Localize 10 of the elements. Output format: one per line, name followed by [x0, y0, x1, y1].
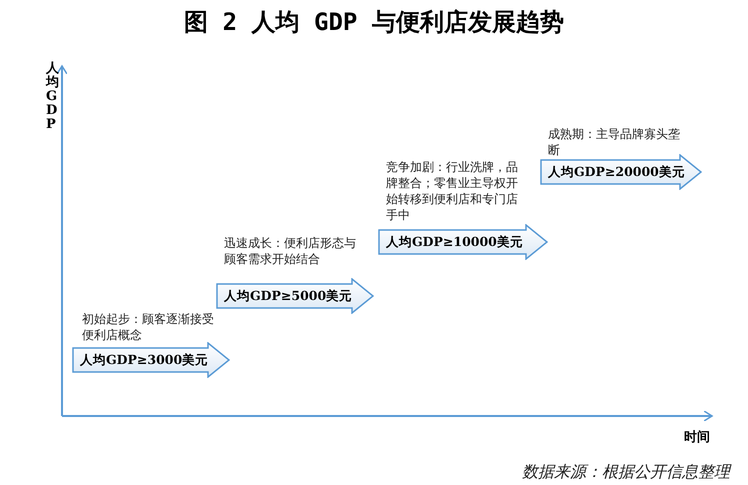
arrow-shape: 人均GDP≥5000美元 — [216, 278, 374, 314]
axis-label: 人均GDP — [46, 62, 60, 132]
stage-description: 竞争加剧：行业洗牌，品牌整合；零售业主导权开始转移到便利店和专门店手中 — [386, 159, 519, 223]
axis-label: 时间 — [684, 429, 710, 446]
stage-description: 初始起步：顾客逐渐接受便利店概念 — [82, 311, 215, 343]
source-note: 数据来源：根据公开信息整理 — [522, 462, 730, 483]
arrow-shape: 人均GDP≥3000美元 — [72, 342, 230, 378]
chart-title: 图 2 人均 GDP 与便利店发展趋势 — [183, 7, 565, 38]
arrow-shape: 人均GDP≥10000美元 — [378, 224, 548, 260]
stage-description: 迅速成长：便利店形态与顾客需求开始结合 — [224, 235, 357, 267]
